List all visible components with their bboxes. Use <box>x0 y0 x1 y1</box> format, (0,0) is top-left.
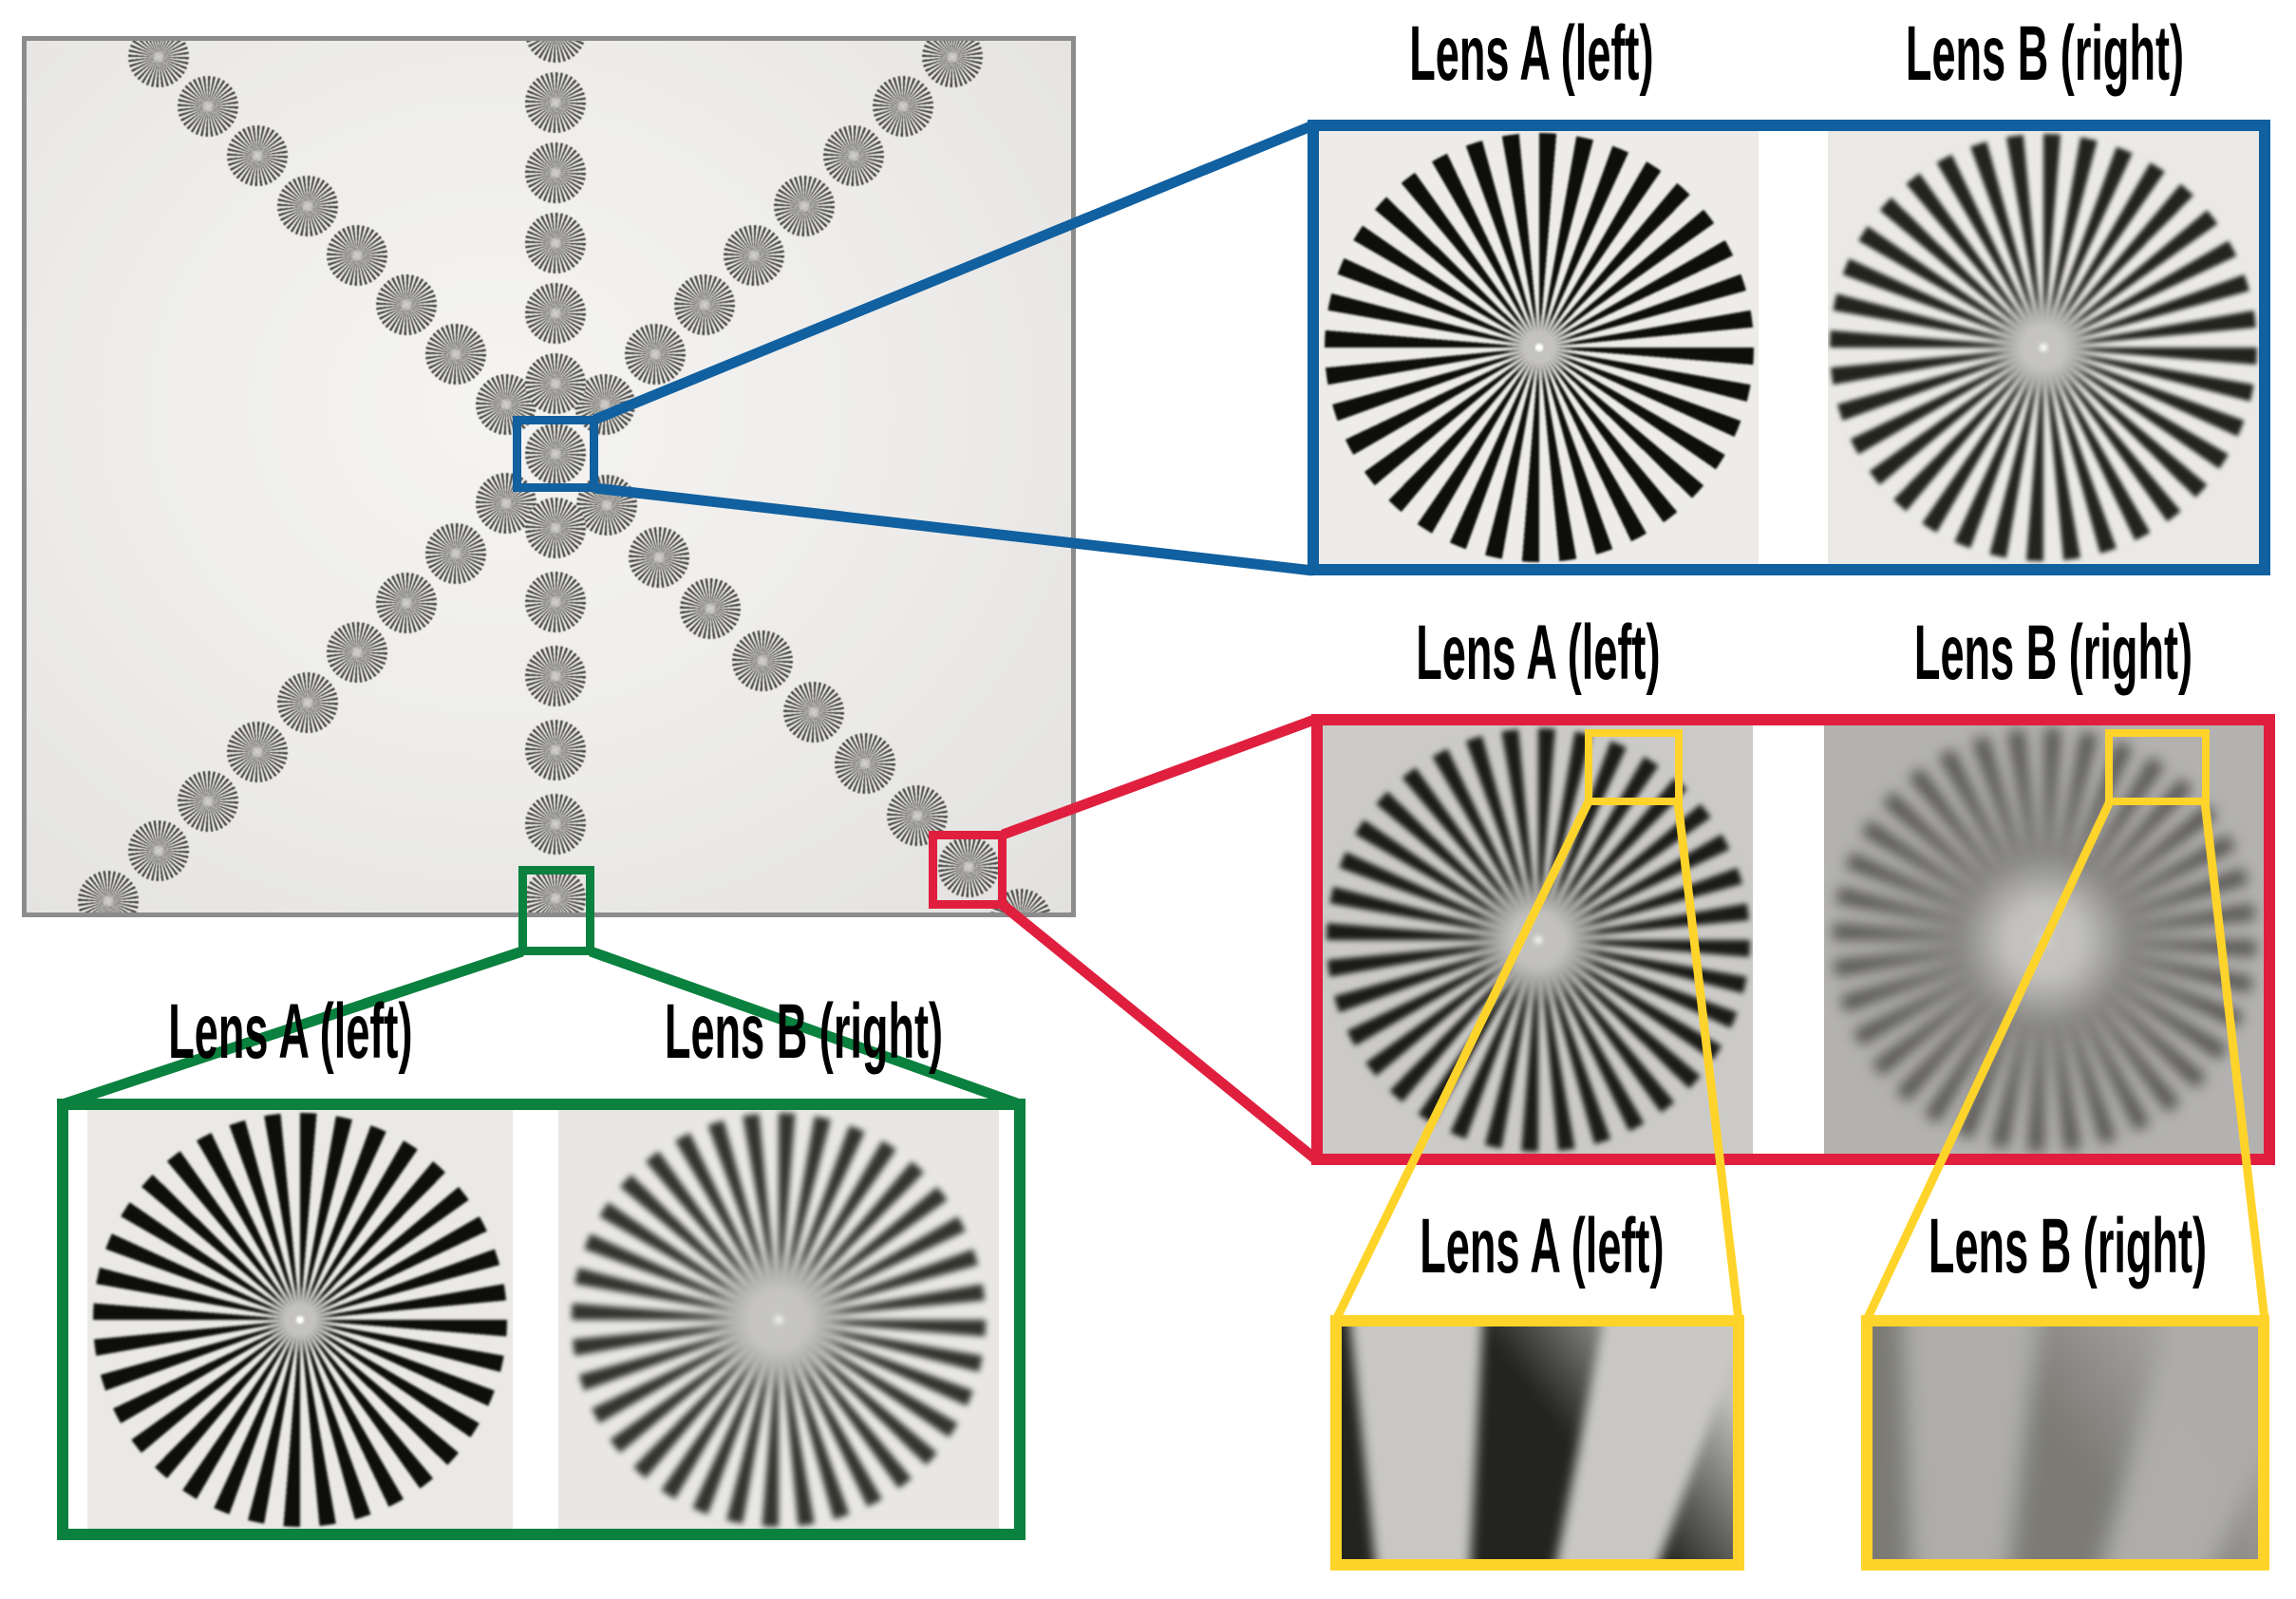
lens-b-label-detail: Lens B (right) <box>1928 1203 2207 1289</box>
siemens-star <box>177 75 238 137</box>
blue-callout-line-upper <box>592 120 1316 425</box>
siemens-star <box>731 630 793 691</box>
siemens-star-lens-b-bottom <box>572 1112 986 1527</box>
siemens-star <box>525 498 586 558</box>
siemens-star <box>822 125 884 187</box>
siemens-star <box>873 75 934 137</box>
lens-a-label-detail: Lens A (left) <box>1420 1203 1665 1289</box>
siemens-star <box>938 837 1000 898</box>
siemens-star <box>673 274 735 336</box>
lens-a-label-center: Lens A (left) <box>1409 10 1654 97</box>
siemens-star <box>227 125 289 187</box>
lens-a-center-image <box>1319 131 1759 564</box>
siemens-star <box>276 175 338 236</box>
siemens-star <box>525 353 586 414</box>
green-callout-line-left <box>61 946 524 1110</box>
siemens-star <box>127 41 189 87</box>
siemens-star <box>227 721 289 782</box>
siemens-star <box>624 324 686 386</box>
siemens-star <box>680 578 742 640</box>
siemens-star-lens-b-center <box>1830 134 2257 561</box>
siemens-star <box>525 41 586 63</box>
lens-a-label-bottom: Lens A (left) <box>168 988 413 1075</box>
lens-b-label-bottom: Lens B (right) <box>664 988 943 1075</box>
lens-b-detail-image <box>1873 1326 2258 1559</box>
siemens-star-lens-a-bottom <box>93 1112 507 1527</box>
yellow-callout-line-a-right <box>1673 800 1743 1321</box>
siemens-star <box>525 794 586 855</box>
yellow-roi-box-lens-a <box>1585 729 1683 805</box>
lens-b-bottom-image <box>558 1110 999 1529</box>
lens-b-center-image <box>1828 131 2259 564</box>
lens-b-label-corner: Lens B (right) <box>1913 610 2192 696</box>
siemens-star <box>326 224 387 286</box>
siemens-star <box>326 622 387 684</box>
siemens-star <box>525 72 586 133</box>
siemens-star <box>525 646 586 706</box>
blue-callout-line-lower <box>593 482 1314 576</box>
siemens-star <box>835 733 896 795</box>
lens-b-label-center: Lens B (right) <box>1905 10 2184 97</box>
green-zoom-panel <box>57 1099 1026 1540</box>
yellow-callout-line-a-left <box>1331 800 1593 1322</box>
siemens-star <box>525 720 586 781</box>
siemens-star-field <box>27 41 1071 912</box>
red-callout-line-lower <box>999 900 1321 1165</box>
siemens-star <box>425 522 487 584</box>
siemens-star <box>922 41 984 87</box>
blue-roi-box <box>513 416 598 492</box>
siemens-star <box>376 572 438 633</box>
siemens-star-lens-a-center <box>1324 133 1754 562</box>
yellow-detail-panel-lens-a <box>1330 1315 1744 1571</box>
yellow-callout-line-b-right <box>2200 800 2269 1321</box>
yellow-detail-panel-lens-b <box>1861 1315 2269 1571</box>
siemens-star <box>127 820 189 882</box>
lens-a-bottom-image <box>87 1110 513 1529</box>
siemens-star <box>525 868 586 912</box>
blue-zoom-panel <box>1308 120 2270 575</box>
siemens-star <box>425 324 487 386</box>
lens-a-detail-stripes <box>1342 1326 1733 1559</box>
lens-a-detail-image <box>1342 1326 1733 1559</box>
red-roi-box <box>929 831 1007 909</box>
lens-a-label-corner: Lens A (left) <box>1416 610 1661 696</box>
green-roi-box <box>518 866 594 955</box>
siemens-star <box>724 224 785 286</box>
siemens-star <box>525 142 586 203</box>
red-callout-line-upper <box>1001 713 1319 840</box>
siemens-star <box>525 213 586 273</box>
siemens-star <box>276 671 338 733</box>
siemens-star <box>783 682 844 743</box>
test-chart-photo <box>22 36 1076 917</box>
siemens-star <box>525 423 586 484</box>
siemens-star <box>376 274 438 336</box>
siemens-star <box>525 283 586 344</box>
green-callout-line-right <box>589 946 1022 1110</box>
siemens-star <box>177 771 238 833</box>
yellow-callout-line-b-left <box>1862 800 2115 1322</box>
siemens-star <box>773 175 835 236</box>
yellow-roi-box-lens-b <box>2105 729 2210 805</box>
lens-b-detail-stripes <box>1873 1326 2258 1559</box>
siemens-star <box>628 526 689 588</box>
siemens-star <box>525 572 586 632</box>
